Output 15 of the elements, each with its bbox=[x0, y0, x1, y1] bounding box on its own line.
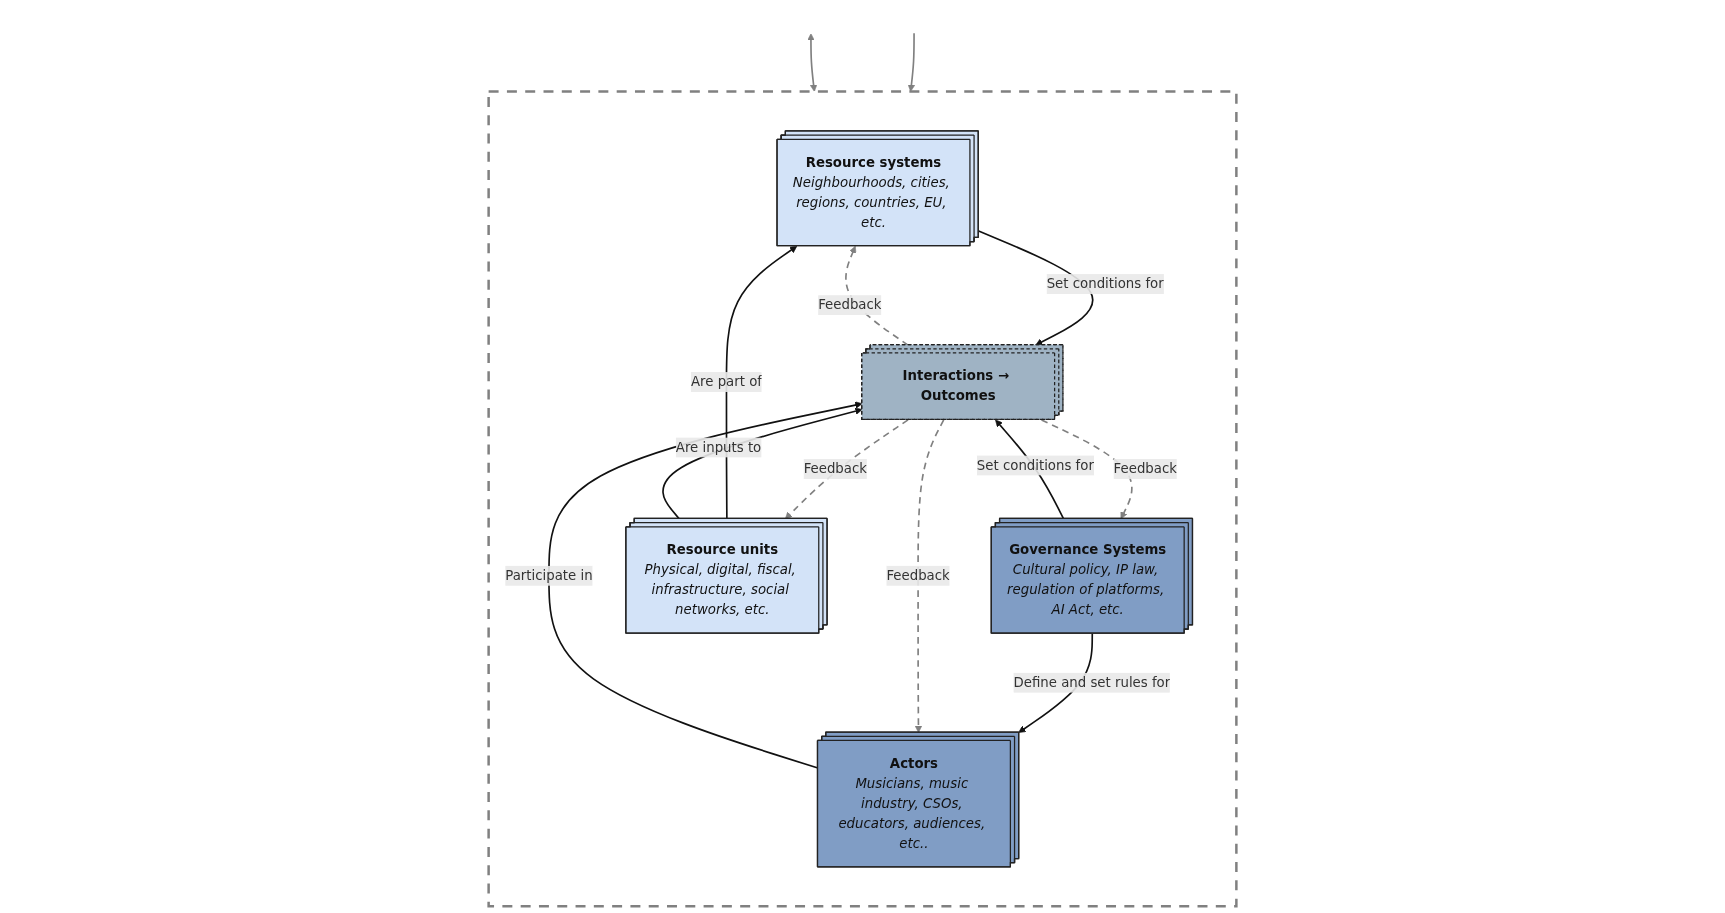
edge-label: Feedback bbox=[803, 460, 867, 477]
arrow bbox=[548, 401, 863, 769]
edge-label: Set conditions for bbox=[976, 457, 1094, 473]
cluster bbox=[487, 90, 1238, 908]
edge-label: Feedback bbox=[1113, 460, 1177, 477]
edge-label: Set conditions for bbox=[1046, 275, 1164, 292]
arrow bbox=[914, 419, 945, 733]
edge-label: Are part of bbox=[690, 373, 762, 390]
edge-label: Feedback bbox=[818, 296, 882, 313]
arrow bbox=[907, 32, 916, 92]
arrow bbox=[807, 33, 818, 92]
edge-label: Define and set rules for bbox=[1013, 674, 1171, 691]
edge-label: Are inputs to bbox=[675, 439, 762, 456]
edge-label: Participate in bbox=[505, 567, 593, 584]
edge-label: Feedback bbox=[886, 567, 950, 584]
